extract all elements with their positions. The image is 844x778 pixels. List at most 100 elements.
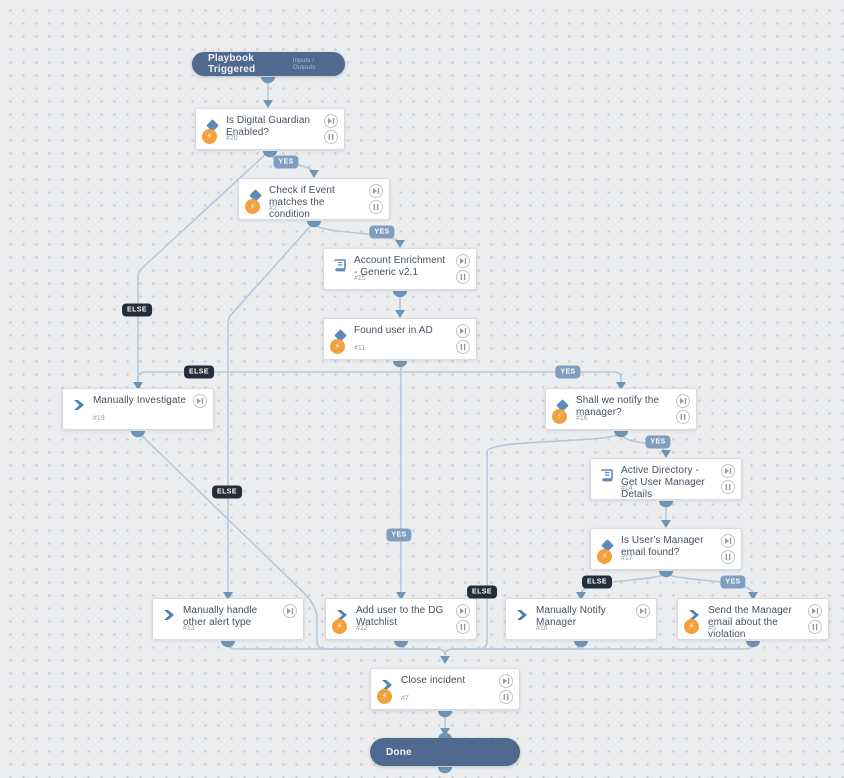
arrowhead <box>616 382 626 390</box>
task-node-13[interactable]: Manually handle other alert type#13 <box>152 598 304 640</box>
inputs-outputs-link[interactable]: Inputs / Outputs <box>292 57 316 71</box>
arrowhead <box>309 170 319 178</box>
task-node-17[interactable]: Is User's Manager email found?⚡#17 <box>590 528 742 570</box>
pause-icon[interactable] <box>808 620 822 634</box>
task-title: Manually Investigate <box>93 395 187 406</box>
task-node-18[interactable]: Manually Notify Manager#18 <box>505 598 657 640</box>
arrowhead <box>661 520 671 528</box>
task-number: #14 <box>621 485 633 492</box>
task-node-11[interactable]: Found user in AD⚡#11 <box>323 318 477 360</box>
connector-cap <box>261 77 275 84</box>
pause-icon[interactable] <box>456 270 470 284</box>
run-skip-icon[interactable] <box>808 604 822 618</box>
run-skip-icon[interactable] <box>721 464 735 478</box>
task-number: #11 <box>354 345 366 352</box>
connector-cap <box>659 571 673 578</box>
manual-task-chevron-icon <box>515 608 529 622</box>
arrowhead <box>576 592 586 600</box>
task-number: #7 <box>401 695 409 702</box>
edge-5-to-7 <box>453 641 754 650</box>
connector-cap <box>438 711 452 718</box>
edge-11-to-16 <box>400 371 622 384</box>
arrowhead <box>263 100 273 108</box>
automation-bolt-icon: ⚡ <box>552 409 567 424</box>
arrowhead <box>395 310 405 318</box>
start-node-label: Playbook Triggered <box>208 53 256 75</box>
pause-icon[interactable] <box>499 690 513 704</box>
task-node-20[interactable]: Is Digital Guardian Enabled? ⚡ #20 <box>195 108 345 150</box>
pause-icon[interactable] <box>456 340 470 354</box>
done-node-label: Done <box>386 746 412 758</box>
task-node-12[interactable]: Add user to the DG Watchlist⚡#12 <box>325 598 477 640</box>
run-skip-icon[interactable] <box>499 674 513 688</box>
pause-icon[interactable] <box>456 620 470 634</box>
playbook-triggered-node[interactable]: Playbook Triggered Inputs / Outputs <box>192 52 345 76</box>
connector-cap <box>438 767 452 774</box>
arrowhead <box>440 728 450 736</box>
edge-19-to-7 <box>137 431 446 656</box>
task-node-7[interactable]: Close incident ⚡ #7 <box>370 668 520 710</box>
automation-bolt-icon: ⚡ <box>202 129 217 144</box>
branch-label-yes: YES <box>720 575 746 589</box>
task-number: #12 <box>356 625 368 632</box>
pause-icon[interactable] <box>324 130 338 144</box>
sub-playbook-book-icon <box>333 258 347 272</box>
task-title: Add user to the DG Watchlist <box>356 605 444 628</box>
arrowhead <box>396 592 406 600</box>
pause-icon[interactable] <box>369 200 383 214</box>
pause-icon[interactable] <box>721 550 735 564</box>
branch-label-yes: YES <box>555 365 581 379</box>
arrowhead <box>748 592 758 600</box>
task-node-14[interactable]: Active Directory - Get User Manager Deta… <box>590 458 742 500</box>
task-node-19[interactable]: Manually Investigate#19 <box>62 388 214 430</box>
branch-label-else: ELSE <box>582 575 612 589</box>
task-node-5[interactable]: Send the Manager email about the violati… <box>677 598 829 640</box>
run-skip-icon[interactable] <box>456 324 470 338</box>
edge-20-to-19 <box>137 151 269 382</box>
arrowhead <box>440 656 450 664</box>
pause-icon[interactable] <box>721 480 735 494</box>
run-skip-icon[interactable] <box>636 604 650 618</box>
arrowhead <box>223 592 233 600</box>
task-title: Send the Manager email about the violati… <box>708 605 792 640</box>
task-number: #16 <box>576 415 588 422</box>
branch-label-else: ELSE <box>184 365 214 379</box>
automation-bolt-icon: ⚡ <box>245 199 260 214</box>
task-node-15[interactable]: Account Enrichment - Generic v2.1#15 <box>323 248 477 290</box>
edge-11-to-19 <box>137 371 400 382</box>
task-number: #2 <box>269 205 277 212</box>
run-skip-icon[interactable] <box>283 604 297 618</box>
automation-bolt-icon: ⚡ <box>377 689 392 704</box>
run-skip-icon[interactable] <box>193 394 207 408</box>
task-title: Close incident <box>401 675 466 686</box>
run-skip-icon[interactable] <box>456 254 470 268</box>
task-node-2[interactable]: Check if Event matches the condition⚡#2 <box>238 178 390 220</box>
manual-task-chevron-icon <box>72 398 86 412</box>
task-number: #20 <box>226 135 238 142</box>
connector-cap <box>307 221 321 228</box>
manual-task-chevron-icon <box>162 608 176 622</box>
run-skip-icon[interactable] <box>324 114 338 128</box>
run-skip-icon[interactable] <box>721 534 735 548</box>
connector-cap <box>746 641 760 648</box>
run-skip-icon[interactable] <box>676 394 690 408</box>
done-node[interactable]: Done <box>370 738 520 766</box>
run-skip-icon[interactable] <box>369 184 383 198</box>
pause-icon[interactable] <box>676 410 690 424</box>
task-title: Manually Notify Manager <box>536 605 606 628</box>
branch-label-else: ELSE <box>212 485 242 499</box>
task-title: Is Digital Guardian Enabled? <box>226 115 311 138</box>
task-node-16[interactable]: Shall we notify the manager? ⚡ #16 <box>545 388 697 430</box>
run-skip-icon[interactable] <box>456 604 470 618</box>
branch-label-yes: YES <box>386 528 412 542</box>
task-number: #18 <box>536 625 548 632</box>
arrowhead <box>395 240 405 248</box>
manual-task-chevron-icon <box>380 678 394 692</box>
task-number: #15 <box>354 275 366 282</box>
task-title: Shall we notify the manager? <box>576 395 660 418</box>
task-title: Account Enrichment - Generic v2.1 <box>354 255 446 278</box>
connector-cap <box>659 501 673 508</box>
task-title: Is User's Manager email found? <box>621 535 704 558</box>
